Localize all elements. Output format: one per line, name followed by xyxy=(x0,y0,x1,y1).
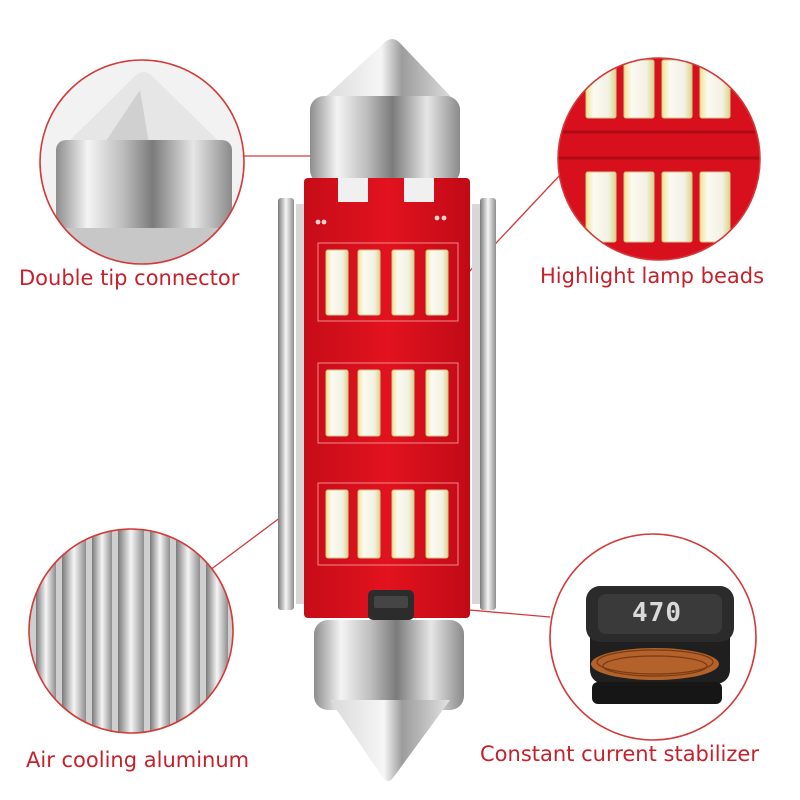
callout-air-cooling xyxy=(28,528,234,734)
callout-constant-current xyxy=(549,533,757,741)
festoon-bulb xyxy=(278,39,496,781)
caption-double-tip-connector: Double tip connector xyxy=(19,266,240,290)
callout-double-tip xyxy=(39,59,245,265)
led-beads xyxy=(325,249,449,559)
callout-highlight-beads xyxy=(557,57,761,261)
caption-air-cooling-aluminum: Air cooling aluminum xyxy=(26,748,250,772)
caption-highlight-lamp-beads: Highlight lamp beads xyxy=(540,264,765,288)
inductor-marking: 470 xyxy=(632,598,682,628)
caption-constant-current-stabilizer: Constant current stabilizer xyxy=(480,742,759,766)
